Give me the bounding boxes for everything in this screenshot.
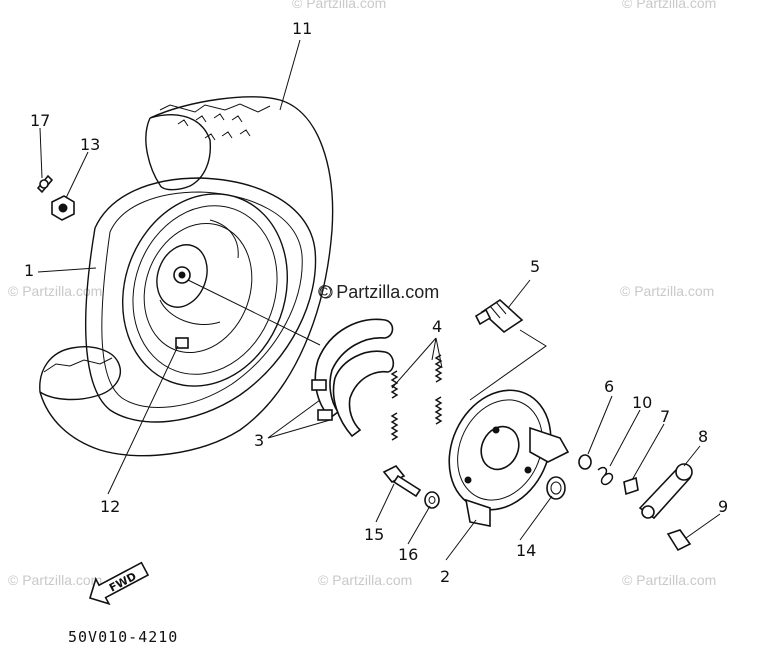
partzilla-watermark-text: © Partzilla.com bbox=[318, 282, 439, 302]
watermark-bottom-right: © Partzilla.com bbox=[622, 572, 716, 588]
callout-12: 12 bbox=[100, 497, 120, 516]
callout-9: 9 bbox=[718, 497, 728, 516]
watermark-bottom-center: © Partzilla.com bbox=[318, 572, 412, 588]
callout-1: 1 bbox=[24, 261, 34, 280]
watermarks: © Partzilla.com © Partzilla.com © Partzi… bbox=[8, 0, 716, 588]
callout-15: 15 bbox=[364, 525, 384, 544]
cotter-pin-and-nut bbox=[36, 174, 75, 221]
wheel-assembly bbox=[39, 96, 334, 457]
callout-labels: 11 17 13 1 5 4 6 10 7 8 9 3 12 15 16 2 1… bbox=[24, 19, 728, 586]
watermark-bottom-left: © Partzilla.com bbox=[8, 572, 102, 588]
callout-5: 5 bbox=[530, 257, 540, 276]
callout-8: 8 bbox=[698, 427, 708, 446]
watermark-top-center: © Partzilla.com bbox=[292, 0, 386, 11]
watermark-left: © Partzilla.com bbox=[8, 283, 102, 299]
callout-13: 13 bbox=[80, 135, 100, 154]
lever-bolt-icon bbox=[666, 529, 692, 552]
brake-shoe-set bbox=[311, 318, 395, 438]
callout-2: 2 bbox=[440, 567, 450, 586]
valve-stem-icon bbox=[175, 337, 189, 349]
callout-4: 4 bbox=[432, 317, 442, 336]
diagram-code: 50V010-4210 bbox=[68, 628, 178, 646]
return-spring-icon bbox=[597, 466, 614, 486]
watermark-right: © Partzilla.com bbox=[620, 283, 714, 299]
callout-16: 16 bbox=[398, 545, 418, 564]
partzilla-watermark: © Partzilla.com bbox=[318, 282, 439, 302]
callout-11: 11 bbox=[292, 19, 312, 38]
callout-6: 6 bbox=[604, 377, 614, 396]
callout-10: 10 bbox=[632, 393, 652, 412]
leader-lines bbox=[37, 39, 721, 561]
copyright-icon bbox=[319, 285, 333, 299]
callout-3: 3 bbox=[254, 431, 264, 450]
brake-cam-lever bbox=[638, 463, 693, 520]
indicator-plate-icon bbox=[623, 476, 639, 496]
air-valve bbox=[474, 298, 524, 334]
watermark-top-right: © Partzilla.com bbox=[622, 0, 716, 11]
callout-17: 17 bbox=[30, 111, 50, 130]
brake-springs bbox=[390, 354, 443, 441]
callout-7: 7 bbox=[660, 407, 670, 426]
o-ring-icon bbox=[578, 454, 592, 470]
oil-seal-icon bbox=[546, 476, 566, 500]
brake-backing-plate bbox=[448, 389, 570, 527]
fwd-arrow-icon bbox=[88, 561, 150, 606]
callout-14: 14 bbox=[516, 541, 536, 560]
washer-icon bbox=[424, 491, 440, 509]
bolt bbox=[382, 464, 422, 498]
